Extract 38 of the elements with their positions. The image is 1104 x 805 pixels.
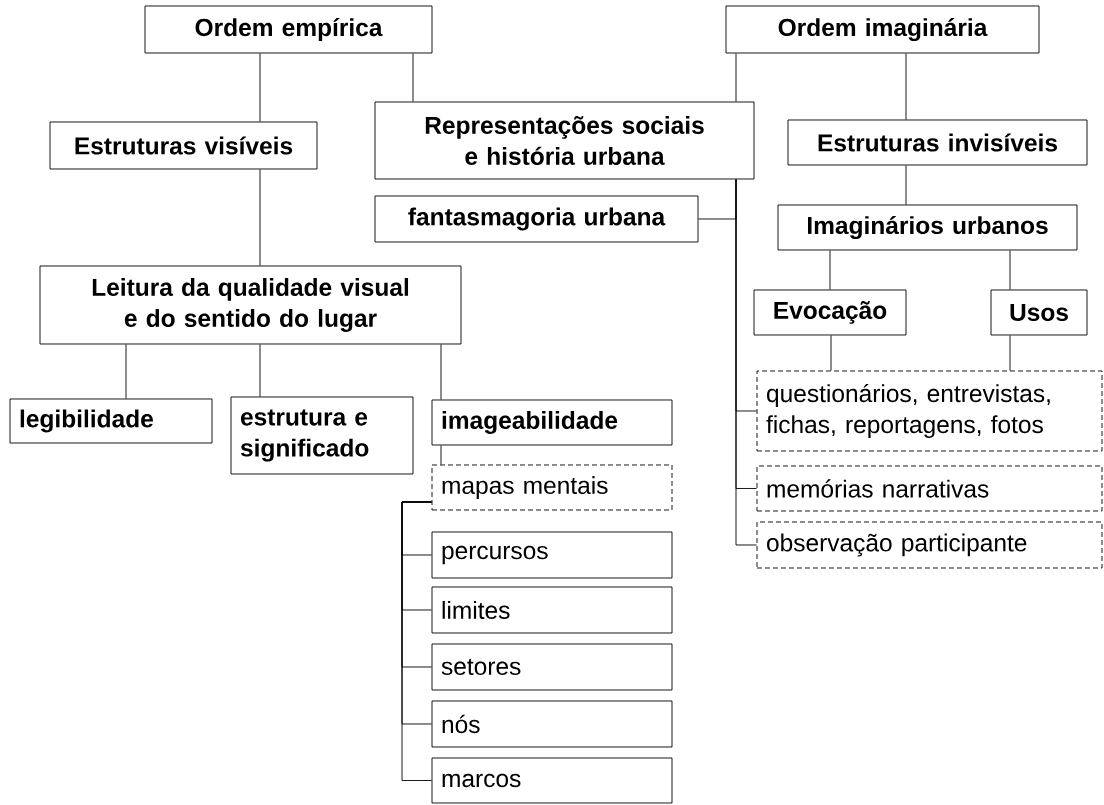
connector-line	[1009, 335, 1011, 371]
connector-line	[125, 344, 127, 399]
concept-box: marcos	[431, 757, 673, 804]
method-box: memórias narrativas	[756, 465, 1103, 512]
concept-box: limites	[431, 586, 673, 634]
connector-line	[440, 344, 442, 400]
connector-line	[401, 501, 432, 781]
concept-box: Usos	[990, 289, 1088, 336]
connector-line	[735, 179, 757, 546]
concept-box: Evocação	[753, 289, 907, 336]
connector-line	[735, 53, 737, 102]
connector-line	[1009, 250, 1011, 290]
concept-box: fantasmagoria urbana	[374, 195, 699, 243]
concept-box: legibilidade	[9, 398, 213, 444]
connector-line	[259, 169, 261, 266]
connector-line	[829, 250, 831, 290]
concept-box: Estruturas visíveis	[49, 121, 318, 170]
concept-box: Representações sociais e história urbana	[374, 101, 755, 180]
concept-box: Ordem imaginária	[725, 5, 1040, 54]
connector-line	[259, 53, 261, 122]
connector-line	[905, 53, 907, 120]
concept-box: percursos	[431, 531, 673, 579]
method-box: mapas mentais	[431, 464, 673, 511]
connector-line	[440, 445, 442, 465]
method-box: observação participante	[756, 521, 1103, 569]
connector-line	[905, 165, 907, 205]
concept-box: setores	[431, 643, 673, 691]
concept-box: Leitura da qualidade visual e do sentido do lugar	[39, 265, 462, 345]
concept-box: nós	[431, 700, 673, 748]
concept-box: Estruturas invisíveis	[787, 119, 1088, 166]
connector-line	[830, 335, 832, 371]
concept-box: Imaginários urbanos	[777, 204, 1078, 251]
method-box: questionários, entrevistas, fichas, reportagens, fotos	[756, 370, 1103, 452]
connector-line	[259, 344, 261, 397]
concept-box: estrutura e significado	[230, 396, 414, 475]
concept-box: imageabilidade	[431, 399, 673, 446]
concept-box: Ordem empírica	[144, 5, 433, 54]
connector-line	[412, 53, 414, 102]
